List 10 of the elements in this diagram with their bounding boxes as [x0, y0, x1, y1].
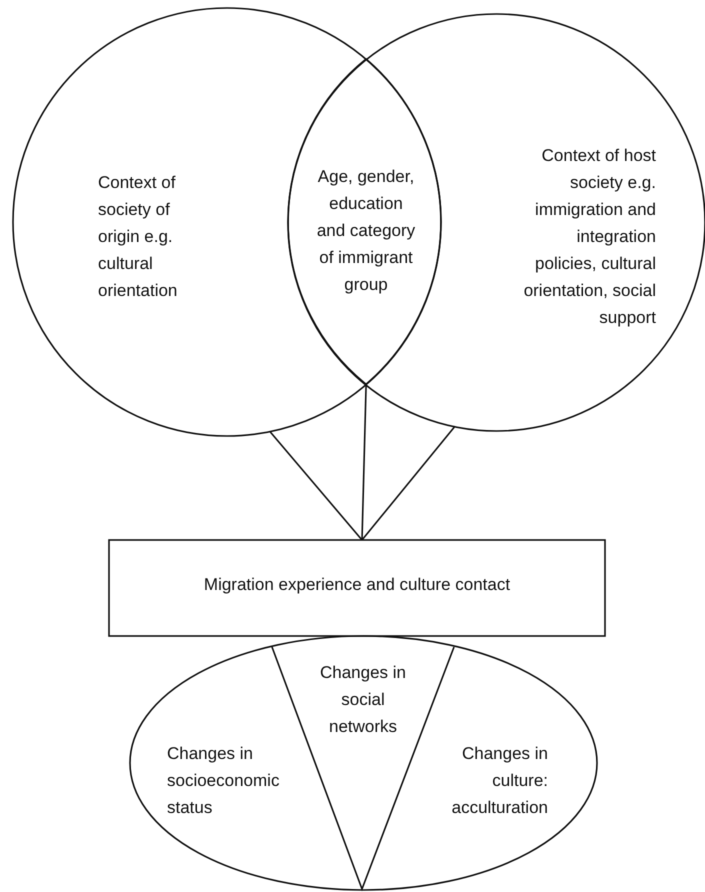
connector-line: [361, 426, 456, 540]
connector-line: [269, 431, 363, 541]
connector-line: [361, 384, 367, 540]
node-text: Context of society of origin e.g. cultural orientation: [98, 172, 178, 302]
node-text: Changes in socioeconomic status: [167, 743, 280, 819]
node-text: Changes in social networks: [318, 662, 407, 738]
node-text: Age, gender, education and category of immigrant group: [316, 166, 416, 296]
node-text: Migration experience and culture contact: [202, 574, 512, 596]
node-text: Changes in culture: acculturation: [450, 743, 548, 819]
node-text: Context of host society e.g. immigration and integration policies, cultural orientation, social support: [522, 144, 656, 328]
